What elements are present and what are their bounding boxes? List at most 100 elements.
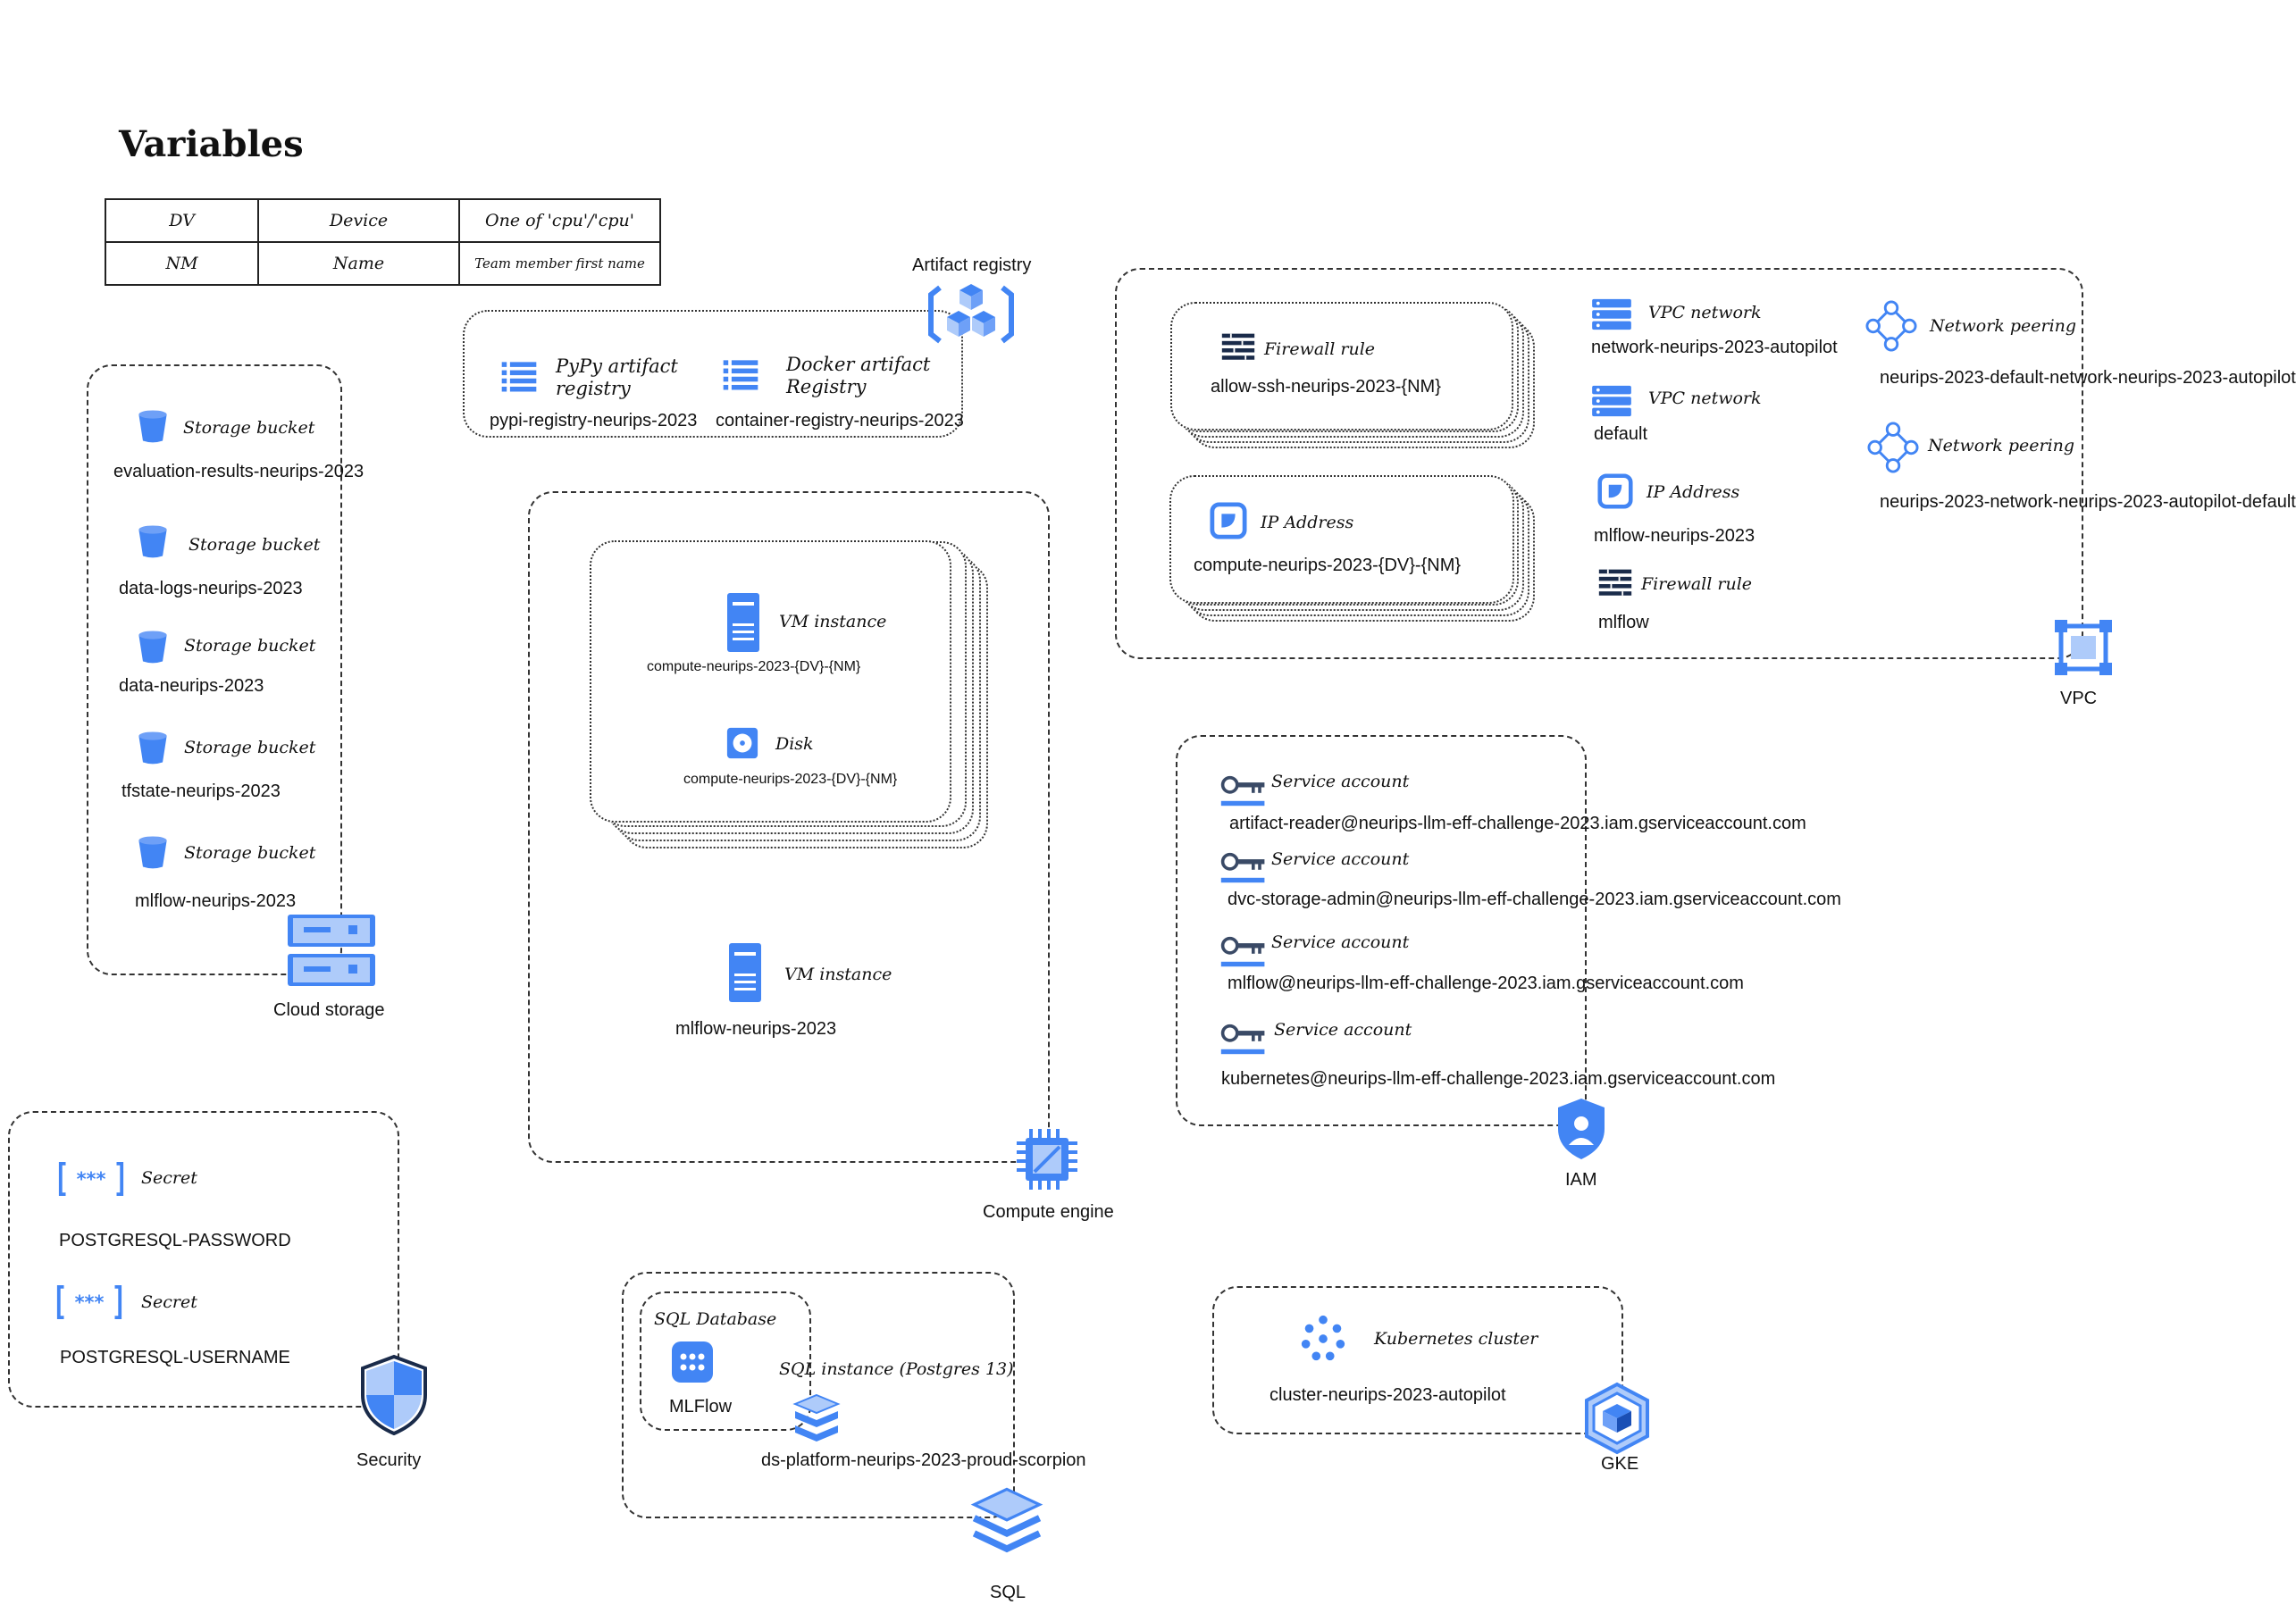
bucket-name: data-neurips-2023 <box>119 676 264 696</box>
kubernetes-type-label: Kubernetes cluster <box>1374 1329 1538 1349</box>
bucket-type-label: Storage bucket <box>189 535 321 555</box>
vpc-network-type-label: VPC network <box>1648 303 1762 322</box>
service-account-name: mlflow@neurips-llm-eff-challenge-2023.ia… <box>1228 974 1744 993</box>
registry-type-label: registry <box>556 378 631 399</box>
vpc-network-icon <box>1590 297 1633 331</box>
kubernetes-cluster-icon <box>1297 1313 1349 1365</box>
table-cell: Name <box>257 241 460 286</box>
cloud-storage-icon <box>288 915 375 986</box>
service-account-icon <box>1219 773 1268 809</box>
peering-name: neurips-2023-default-network-neurips-202… <box>1880 368 2296 388</box>
disk-type-label: Disk <box>775 734 814 754</box>
peering-name: neurips-2023-network-neurips-2023-autopi… <box>1880 492 2296 512</box>
security-shield-icon <box>361 1354 427 1436</box>
compute-engine-icon <box>1017 1129 1077 1190</box>
secret-type-label: Secret <box>141 1168 197 1188</box>
bucket-type-label: Storage bucket <box>184 738 316 757</box>
sql-group <box>622 1272 1015 1518</box>
ip-type-label: IP Address <box>1647 482 1740 502</box>
ip-address-icon <box>1597 473 1633 509</box>
registry-name: container-registry-neurips-2023 <box>716 411 964 430</box>
ip-name: mlflow-neurips-2023 <box>1594 526 1756 546</box>
artifact-registry-group <box>463 310 963 438</box>
artifact-registry-icon <box>928 284 1014 344</box>
kubernetes-cluster-name: cluster-neurips-2023-autopilot <box>1270 1385 1506 1405</box>
bucket-name: evaluation-results-neurips-2023 <box>113 462 365 481</box>
registry-name: pypi-registry-neurips-2023 <box>490 411 698 430</box>
variables-table: DV Device One of 'cpu'/'cpu' NM Name Tea… <box>105 198 661 286</box>
table-cell: Device <box>257 198 460 243</box>
service-account-name: artifact-reader@neurips-llm-eff-challeng… <box>1229 814 1806 833</box>
vm-name: compute-neurips-2023-{DV}-{NM} <box>647 659 861 674</box>
vpc-network-name: network-neurips-2023-autopilot <box>1591 338 1838 357</box>
service-account-type-label: Service account <box>1271 932 1410 952</box>
registry-type-label: Docker artifact <box>786 354 931 375</box>
service-account-type-label: Service account <box>1271 849 1410 869</box>
table-cell: Team member first name <box>458 241 661 286</box>
firewall-type-label: Firewall rule <box>1264 339 1376 359</box>
service-account-icon <box>1219 850 1268 886</box>
bucket-icon <box>132 726 173 767</box>
registry-type-label: PyPy artifact <box>556 355 678 377</box>
compute-engine-group <box>528 491 1050 1163</box>
bucket-type-label: Storage bucket <box>184 636 316 656</box>
artifact-registry-label: Artifact registry <box>912 255 1032 275</box>
bucket-name: tfstate-neurips-2023 <box>122 781 281 801</box>
sql-database-type-label: SQL Database <box>654 1309 777 1329</box>
secret-icon <box>57 1159 125 1199</box>
firewall-name: mlflow <box>1598 613 1649 632</box>
cloud-storage-group <box>87 364 342 975</box>
secret-icon <box>55 1283 123 1322</box>
secret-type-label: Secret <box>141 1292 197 1312</box>
gke-label: GKE <box>1601 1454 1639 1474</box>
sql-instance-icon <box>792 1393 841 1442</box>
registry-list-icon <box>499 355 540 397</box>
service-account-icon <box>1219 1022 1268 1057</box>
vm-type-label: VM instance <box>779 612 887 631</box>
bucket-icon <box>132 625 173 666</box>
disk-name: compute-neurips-2023-{DV}-{NM} <box>683 772 898 787</box>
bucket-name: data-logs-neurips-2023 <box>119 579 303 598</box>
network-peering-icon <box>1867 422 1919 473</box>
table-row: DV Device One of 'cpu'/'cpu' <box>105 198 661 243</box>
cloud-storage-label: Cloud storage <box>273 1000 385 1020</box>
disk-icon <box>725 726 759 760</box>
vpc-group <box>1115 268 2083 659</box>
ip-name: compute-neurips-2023-{DV}-{NM} <box>1194 556 1462 575</box>
table-cell: One of 'cpu'/'cpu' <box>458 198 661 243</box>
security-label: Security <box>356 1450 422 1470</box>
registry-list-icon <box>720 354 761 395</box>
vm-instance-icon <box>725 591 761 654</box>
iam-group <box>1176 735 1587 1126</box>
firewall-rule-icon <box>1220 330 1256 366</box>
service-account-name: dvc-storage-admin@neurips-llm-eff-challe… <box>1228 890 1841 909</box>
security-group <box>8 1111 399 1408</box>
sql-instance-type-label: SQL instance (Postgres 13) <box>779 1359 1014 1379</box>
compute-stack-group <box>590 540 951 823</box>
service-account-icon <box>1219 934 1268 970</box>
vm-type-label: VM instance <box>784 965 892 984</box>
vpc-network-type-label: VPC network <box>1648 389 1762 408</box>
iam-shield-icon <box>1558 1099 1605 1159</box>
ip-type-label: IP Address <box>1261 513 1354 532</box>
firewall-name: allow-ssh-neurips-2023-{NM} <box>1211 377 1441 397</box>
sql-label: SQL <box>990 1583 1026 1602</box>
ip-address-icon <box>1210 502 1247 539</box>
service-account-type-label: Service account <box>1271 772 1410 791</box>
vpc-network-name: default <box>1594 424 1648 444</box>
vm-name: mlflow-neurips-2023 <box>675 1019 837 1039</box>
table-row: NM Name Team member first name <box>105 241 661 286</box>
gke-icon <box>1585 1382 1649 1455</box>
secret-name: POSTGRESQL-PASSWORD <box>59 1231 291 1250</box>
variables-title: Variables <box>119 123 304 165</box>
vm-instance-icon <box>727 941 763 1004</box>
sql-instance-name: ds-platform-neurips-2023-proud-scorpion <box>761 1450 1086 1470</box>
gke-group <box>1212 1286 1623 1434</box>
vpc-icon <box>2055 620 2112 675</box>
vpc-label: VPC <box>2060 689 2098 708</box>
network-peering-icon <box>1865 300 1917 352</box>
secret-name: POSTGRESQL-USERNAME <box>60 1348 290 1367</box>
bucket-icon <box>132 405 173 446</box>
registry-type-label: Registry <box>786 376 867 397</box>
sql-database-icon <box>670 1340 715 1384</box>
